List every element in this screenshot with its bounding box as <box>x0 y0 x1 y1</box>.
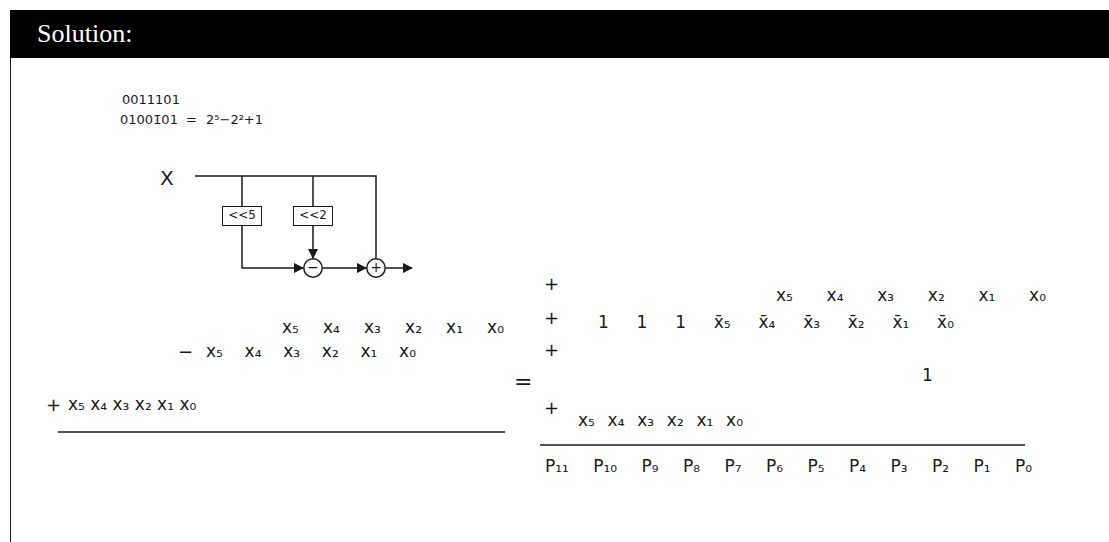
operator-sign: + <box>544 398 559 419</box>
csd-number: 01001̄01 <box>120 113 178 128</box>
subtract-circle: − <box>303 258 323 278</box>
equals-sign: = <box>514 369 532 394</box>
operator-symbol: − <box>307 260 319 275</box>
shift-label: <<2 <box>299 209 327 222</box>
inverted-bit-row: 1 1 1 x̄₅ x̄₄ x̄₃ x̄₂ x̄₁ x̄₀ <box>598 313 954 333</box>
operator-sign: + <box>544 308 559 329</box>
power-expression: 2⁵−2²+1 <box>206 113 263 128</box>
section-title: Solution: <box>10 10 1109 58</box>
operator-sign: − <box>178 342 193 363</box>
binary-number: 0011101 <box>122 93 180 108</box>
signal-wire <box>323 267 366 269</box>
output-wire <box>386 267 412 269</box>
sum-rule <box>58 431 505 433</box>
bit-row: x₅ x₄ x₃ x₂ x₁ x₀ <box>282 318 504 338</box>
frame-line <box>10 58 11 542</box>
bit-row: x₅ x₄ x₃ x₂ x₁ x₀ <box>776 286 1046 306</box>
product-bits: P₁₁ P₁₀ P₉ P₈ P₇ P₆ P₅ P₄ P₃ P₂ P₁ P₀ <box>545 457 1032 477</box>
bit-row: x₅ x₄ x₃ x₂ x₁ x₀ <box>206 342 416 362</box>
shift-box: <<5 <box>222 206 262 226</box>
equals-sign: = <box>186 113 197 128</box>
add-circle: + <box>366 258 386 278</box>
input-name: X <box>160 167 174 190</box>
signal-wire <box>312 226 314 258</box>
bit-row: x₅ x₄ x₃ x₂ x₁ x₀ <box>68 395 196 415</box>
operator-sign: + <box>46 395 61 416</box>
operator-sign: + <box>544 274 559 295</box>
operator-sign: + <box>544 340 559 361</box>
header-bar: Solution: <box>10 10 1109 58</box>
bit-row: x₅ x₄ x₃ x₂ x₁ x₀ <box>578 411 743 431</box>
signal-wire <box>242 226 303 268</box>
input-wire <box>195 176 376 258</box>
shift-label: <<5 <box>228 209 256 222</box>
sum-rule <box>540 444 1025 446</box>
operator-symbol: + <box>370 260 382 275</box>
branch-wire <box>241 176 243 206</box>
shift-box: <<2 <box>293 206 333 226</box>
carry-one: 1 <box>922 366 933 386</box>
branch-wire <box>312 176 314 206</box>
